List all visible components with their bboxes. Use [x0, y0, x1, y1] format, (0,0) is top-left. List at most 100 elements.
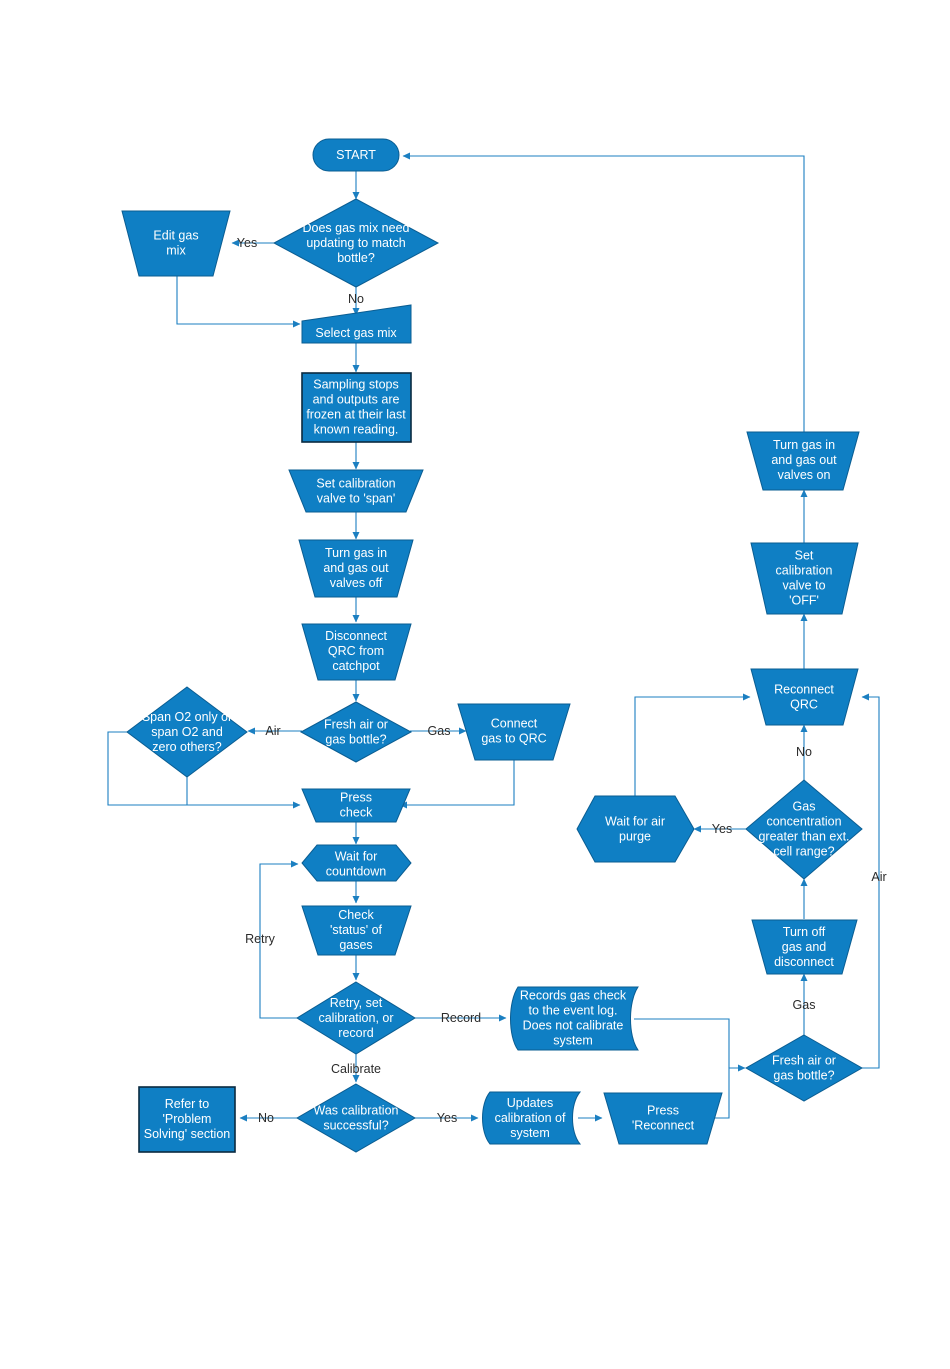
edge-labels: Yes No Air Gas Retry Record Calibrate No…	[237, 236, 887, 1125]
manual-op-disconnect-qrc	[301, 623, 412, 681]
manual-op-valves-on	[746, 431, 860, 491]
manual-op-connect-gas	[457, 703, 571, 761]
node-text-line: valve to 'span'	[317, 492, 395, 506]
node-text-press-reconnect: Press'Reconnect	[632, 1104, 695, 1133]
connector-air-to-reconnect	[860, 693, 880, 1069]
connector-records-to-merge	[634, 1018, 730, 1068]
node-text-line: greater than ext.	[758, 830, 849, 844]
node-text-line: 'status' of	[330, 923, 383, 937]
stored-data-updates-cal	[482, 1091, 582, 1145]
connector-connect-to-press-check	[399, 760, 515, 809]
connector-purge-to-reconnect	[634, 693, 751, 796]
node-text-line: Records gas check	[520, 989, 627, 1003]
decision-cal-success	[295, 1083, 417, 1153]
node-text-line: Retry, set	[330, 996, 383, 1010]
node-text-line: 'OFF'	[789, 594, 819, 608]
decision-fresh-air-2	[744, 1034, 864, 1102]
connector-valves-on-to-start	[402, 152, 805, 432]
manual-op-set-cal-off	[750, 542, 859, 615]
node-text-line: zero others?	[152, 740, 222, 754]
node-text-line: QRC from	[328, 644, 384, 658]
edge-label-retry: Retry	[245, 932, 276, 946]
manual-op-edit-gas-mix	[121, 210, 231, 277]
node-text-line: calibration	[776, 564, 833, 578]
node-text-line: gas bottle?	[773, 1069, 834, 1083]
node-text-line: Connect	[491, 717, 538, 731]
preparation-wait-air-purge	[576, 795, 695, 863]
node-text-line: Sampling stops	[313, 378, 398, 392]
node-text-line: span O2 and	[151, 725, 223, 739]
node-text-select-gas-mix: Select gas mix	[315, 326, 397, 340]
node-text-line: Reconnect	[774, 683, 834, 697]
node-text-line: updating to match	[306, 236, 405, 250]
stored-data-records-gas-check	[510, 986, 639, 1051]
edge-label-yes-edit: Yes	[237, 236, 257, 250]
edge-label-no-refer: No	[258, 1111, 274, 1125]
decision-retry	[296, 981, 416, 1055]
node-text-line: and gas out	[771, 453, 837, 467]
node-text-line: Edit gas	[153, 229, 198, 243]
node-text-line: START	[336, 148, 376, 162]
node-text-line: Select gas mix	[315, 326, 397, 340]
connector-press-reconnect-to-fresh-air-2	[708, 1064, 746, 1119]
connectors	[107, 152, 880, 1122]
node-text-line: Turn gas in	[325, 546, 387, 560]
node-text-line: bottle?	[337, 251, 375, 265]
edge-label-no-select: No	[348, 292, 364, 306]
edge-label-yes-updates: Yes	[437, 1111, 457, 1125]
node-text-line: Check	[338, 908, 374, 922]
node-text-line: 'Reconnect	[632, 1119, 695, 1133]
decision-gas-mix-update	[272, 198, 440, 288]
node-text-line: Wait for air	[605, 815, 665, 829]
decision-fresh-air-1	[299, 701, 413, 763]
process-sampling-stops	[301, 372, 412, 443]
node-text-line: QRC	[790, 698, 818, 712]
node-text-line: valves on	[778, 468, 831, 482]
edge-label-air-reconnect: Air	[871, 870, 886, 884]
node-text-line: catchpot	[332, 659, 380, 673]
edge-label-calibrate: Calibrate	[331, 1062, 381, 1076]
node-text-line: known reading.	[314, 423, 399, 437]
node-text-line: Does not calibrate	[523, 1019, 624, 1033]
decision-span-o2	[126, 686, 248, 778]
node-text-line: Wait for	[335, 850, 378, 864]
node-text-line: Turn off	[783, 925, 826, 939]
node-text-line: check	[340, 806, 373, 820]
node-text-line: record	[338, 1026, 373, 1040]
node-text-line: gas to QRC	[481, 732, 546, 746]
process-refer-problem	[138, 1086, 236, 1153]
edge-label-air-span: Air	[265, 724, 280, 738]
node-text-line: Gas	[793, 800, 816, 814]
manual-op-press-reconnect	[603, 1092, 723, 1145]
manual-op-check-status	[301, 905, 412, 956]
delay-wait-countdown	[301, 844, 412, 882]
node-text-line: Press	[340, 791, 372, 805]
manual-op-turn-off-gas	[751, 919, 858, 975]
node-text-line: 'Problem	[163, 1112, 212, 1126]
node-text-line: countdown	[326, 865, 387, 879]
node-text-line: calibration, or	[318, 1011, 393, 1025]
edge-label-gas-connect: Gas	[428, 724, 451, 738]
node-text-line: Was calibration	[314, 1104, 399, 1118]
node-text-line: disconnect	[774, 955, 834, 969]
node-text-line: gases	[339, 938, 372, 952]
node-text-line: and gas out	[323, 561, 389, 575]
node-text-line: cell range?	[773, 845, 834, 859]
node-text-start: START	[336, 148, 376, 162]
connector-span-o2-left-to-press-check	[107, 731, 301, 809]
